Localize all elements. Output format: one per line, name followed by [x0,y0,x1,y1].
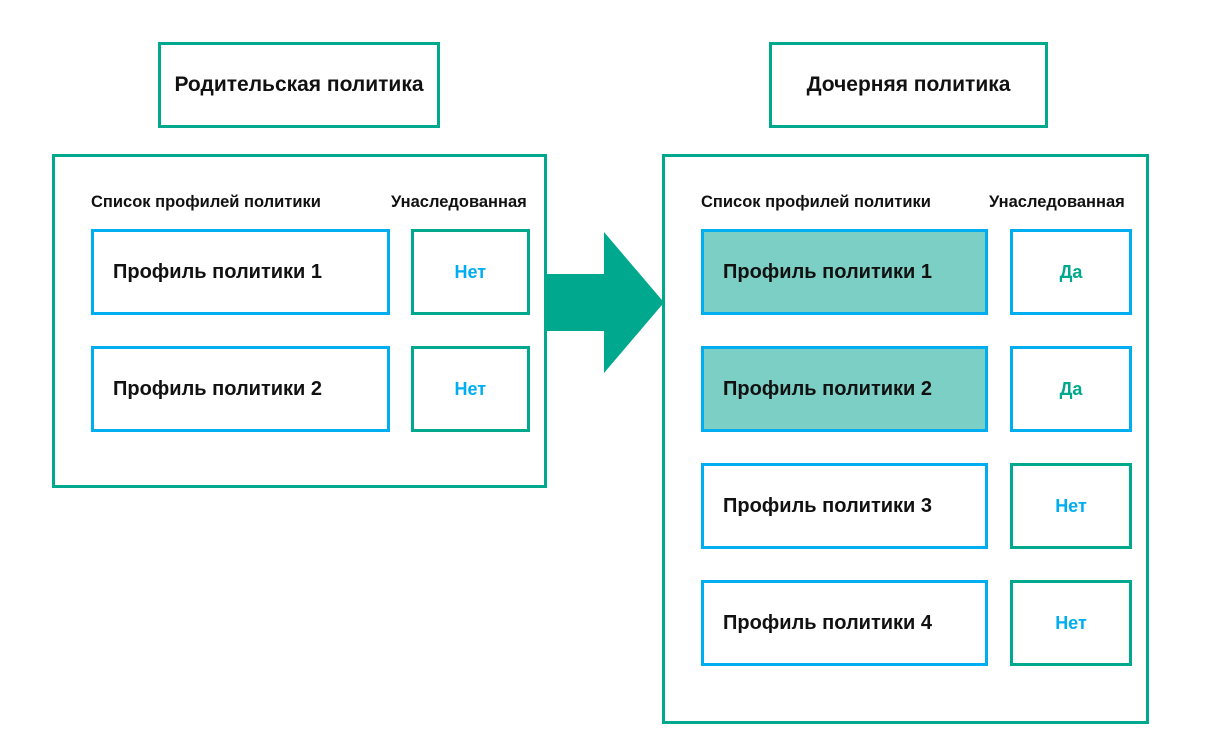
child-header-inherited: Унаследованная [989,193,1125,211]
parent-policy-title: Родительская политика [174,72,424,96]
child-inherited-box-1[interactable]: Да [1009,229,1132,315]
arrow-right-icon [544,232,664,373]
table-row: Профиль политики 1 Нет [91,229,530,315]
child-inherited-box-4[interactable]: Нет [1009,580,1132,666]
parent-header-inherited: Унаследованная [391,193,527,211]
parent-profile-rows: Профиль политики 1 Нет Профиль политики … [55,229,544,432]
child-header-profile-list: Список профилей политики [701,193,931,211]
child-profile-rows: Профиль политики 1 Да Профиль политики 2… [665,229,1146,666]
child-policy-title: Дочерняя политика [806,72,1011,96]
child-profile-box-2[interactable]: Профиль политики 2 [701,346,988,432]
parent-policy-title-box: Родительская политика [158,42,440,128]
child-policy-title-box: Дочерняя политика [769,42,1048,128]
table-row: Профиль политики 4 Нет [701,580,1132,666]
table-row: Профиль политики 2 Нет [91,346,530,432]
parent-policy-panel: Список профилей политики Унаследованная … [52,154,547,488]
table-row: Профиль политики 2 Да [701,346,1132,432]
parent-inherited-box-2[interactable]: Нет [410,346,530,432]
child-column-headers: Список профилей политики Унаследованная [665,193,1146,212]
parent-profile-box-2[interactable]: Профиль политики 2 [91,346,390,432]
child-profile-box-3[interactable]: Профиль политики 3 [701,463,988,549]
child-policy-panel: Список профилей политики Унаследованная … [662,154,1149,724]
child-profile-box-4[interactable]: Профиль политики 4 [701,580,988,666]
table-row: Профиль политики 1 Да [701,229,1132,315]
table-row: Профиль политики 3 Нет [701,463,1132,549]
parent-column-headers: Список профилей политики Унаследованная [55,193,544,212]
child-inherited-box-3[interactable]: Нет [1009,463,1132,549]
parent-header-profile-list: Список профилей политики [91,193,321,211]
parent-inherited-box-1[interactable]: Нет [410,229,530,315]
parent-profile-box-1[interactable]: Профиль политики 1 [91,229,390,315]
child-profile-box-1[interactable]: Профиль политики 1 [701,229,988,315]
child-inherited-box-2[interactable]: Да [1009,346,1132,432]
